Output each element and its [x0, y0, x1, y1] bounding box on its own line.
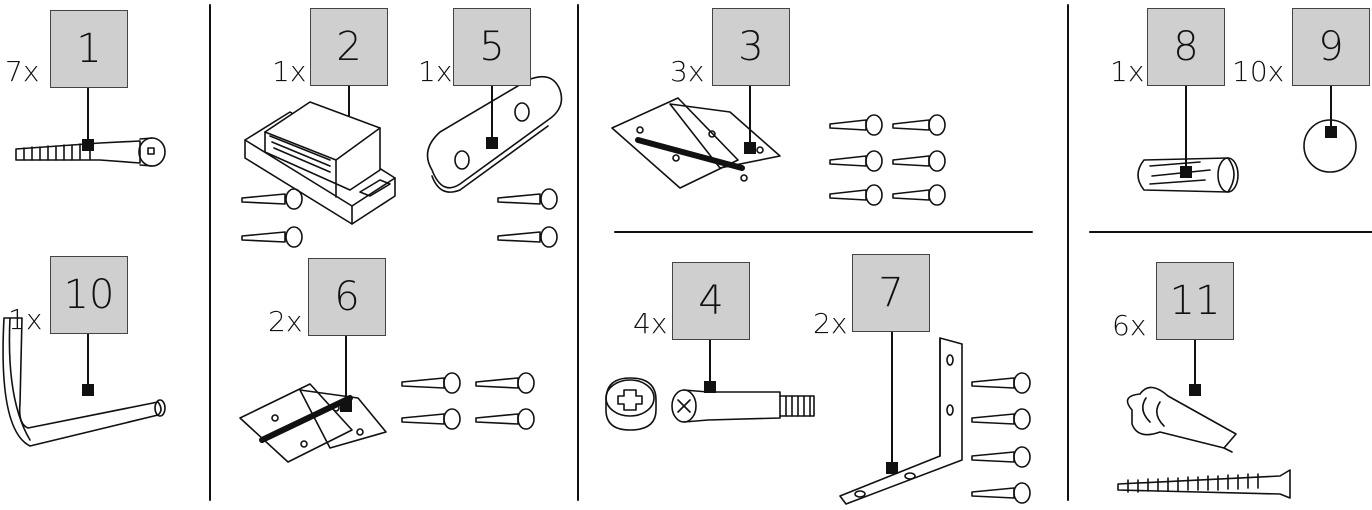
part-label-4: 4: [672, 262, 750, 340]
catch-plate-drawing: [426, 75, 563, 193]
screws-part-7: [971, 372, 1031, 504]
screws-part-3: [829, 114, 946, 206]
quantity-part-8: 1x: [1110, 55, 1145, 88]
quantity-part-7: 2x: [813, 307, 848, 340]
part-label-9: 9: [1292, 8, 1370, 86]
part-number: 9: [1318, 24, 1344, 70]
quantity-part-6: 2x: [268, 305, 303, 338]
part-label-11: 11: [1156, 262, 1234, 340]
quantity-part-5: 1x: [418, 55, 453, 88]
wooden-dowel-drawing: [1137, 157, 1239, 193]
magnetic-catch-drawing: [244, 101, 396, 225]
cam-bolt-drawing: [671, 389, 815, 423]
part-label-1: 1: [50, 10, 128, 88]
cover-cap-drawing: [1303, 119, 1357, 173]
wall-screw-drawing: [1117, 469, 1291, 499]
part-label-5: 5: [453, 8, 531, 86]
quantity-part-1: 7x: [5, 55, 40, 88]
allen-key-drawing: [2, 317, 166, 447]
cam-lock-drawing: [605, 377, 657, 431]
part-label-6: 6: [308, 258, 386, 336]
part-label-3: 3: [712, 8, 790, 86]
part-number: 3: [738, 24, 764, 70]
confirmat-screw-drawing: [15, 137, 166, 167]
small-hinge-drawing: [239, 383, 387, 463]
part-number: 10: [63, 272, 115, 318]
part-number: 8: [1173, 24, 1199, 70]
small-screws-part-6: [401, 372, 535, 430]
part-number: 4: [698, 278, 724, 324]
part-label-10: 10: [50, 256, 128, 334]
small-screws-part-5: [497, 188, 558, 248]
part-label-8: 8: [1147, 8, 1225, 86]
hinge-drawing: [611, 97, 781, 189]
leader-lines: [87, 77, 1332, 469]
wall-plug-drawing: [1126, 386, 1237, 453]
leader-markers: [82, 126, 1337, 474]
quantity-part-10: 1x: [8, 303, 43, 336]
quantity-part-11: 6x: [1112, 309, 1147, 342]
part-number: 6: [334, 274, 360, 320]
quantity-part-9: 10x: [1232, 55, 1285, 88]
part-number: 2: [336, 24, 362, 70]
part-label-2: 2: [310, 8, 388, 86]
section-dividers: [209, 4, 1372, 501]
part-label-7: 7: [852, 254, 930, 332]
part-number: 7: [878, 270, 904, 316]
angle-bracket-drawing: [839, 337, 963, 505]
quantity-part-2: 1x: [272, 55, 307, 88]
part-number: 11: [1169, 278, 1221, 324]
part-number: 1: [76, 26, 102, 72]
quantity-part-3: 3x: [670, 55, 705, 88]
part-number: 5: [479, 24, 505, 70]
quantity-part-4: 4x: [633, 307, 668, 340]
small-screws-part-2: [241, 188, 303, 248]
